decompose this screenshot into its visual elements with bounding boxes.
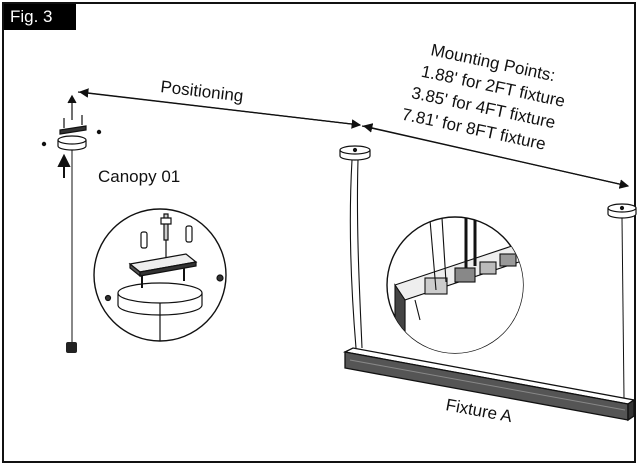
canopy-middle bbox=[339, 145, 371, 161]
canopy-01-small bbox=[41, 94, 102, 151]
canopy-detail-magnifier bbox=[93, 208, 227, 342]
cable-gripper bbox=[66, 342, 77, 353]
fixture-a-body bbox=[342, 347, 636, 422]
up-arrow-icon bbox=[57, 153, 71, 178]
figure-frame bbox=[2, 2, 636, 463]
canopy-label: Canopy 01 bbox=[98, 167, 180, 186]
mounting-points-dimension-line bbox=[361, 123, 630, 189]
positioning-dimension-line bbox=[77, 88, 362, 129]
fixture-label: Fixture A bbox=[444, 395, 514, 426]
power-cord bbox=[349, 159, 363, 349]
mounting-points-text: Mounting Points: 1.88' for 2FT fixture 3… bbox=[400, 40, 567, 153]
canopy-right bbox=[607, 203, 637, 219]
fixture-detail-magnifier bbox=[386, 216, 524, 354]
right-suspension-cable bbox=[621, 217, 625, 399]
positioning-label: Positioning bbox=[160, 77, 245, 106]
figure-label: Fig. 3 bbox=[4, 4, 76, 30]
